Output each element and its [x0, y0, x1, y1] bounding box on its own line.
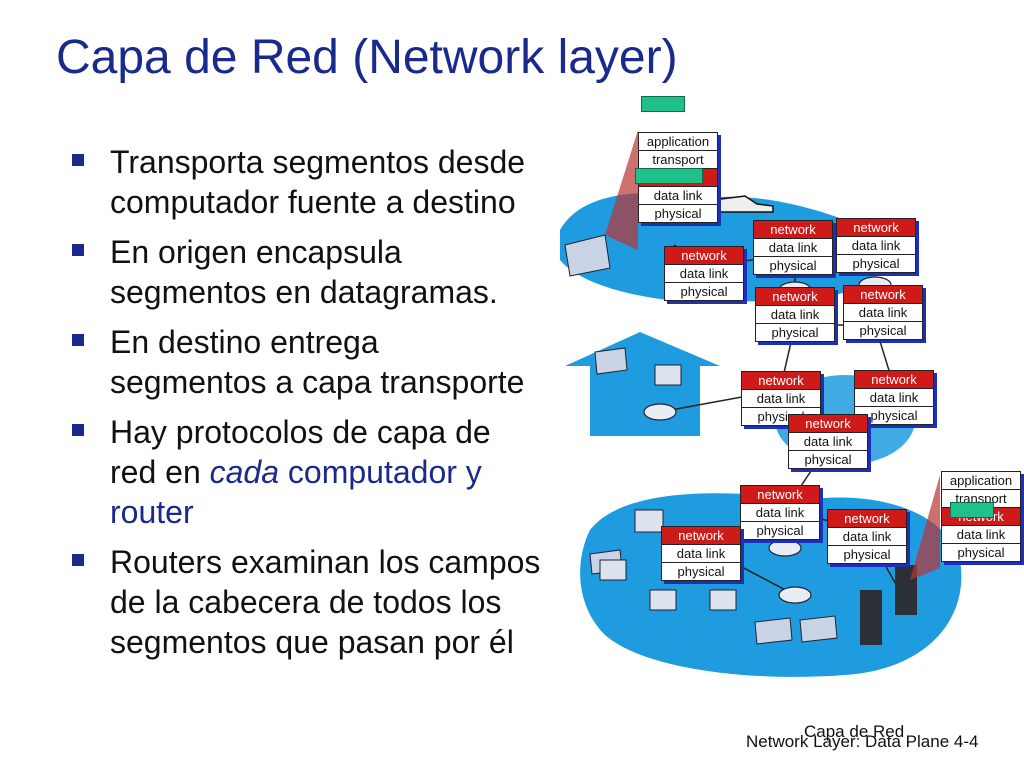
layer-network: network [756, 288, 834, 305]
layer-network: network [662, 527, 740, 544]
server-icon [860, 590, 882, 645]
bullet-marker-icon [72, 154, 84, 166]
desktop-icons [599, 364, 737, 611]
zoom-callout-destination [910, 475, 940, 580]
home-network-house [590, 366, 700, 436]
layer-network: network [844, 286, 922, 303]
layer-data-link: data link [789, 432, 867, 450]
layer-physical: physical [756, 323, 834, 341]
bullet-item: En destino entrega segmentos a capa tran… [72, 322, 542, 402]
desktop-computer-icon [599, 559, 627, 581]
bullet-marker-icon [72, 244, 84, 256]
bullet-list: Transporta segmentos desde computador fu… [72, 142, 542, 672]
datagram-packet-icon [950, 502, 994, 518]
layer-data-link: data link [662, 544, 740, 562]
bullet-marker-icon [72, 424, 84, 436]
bullet-item: Hay protocolos de capa de red en cada co… [72, 412, 542, 532]
layer-data-link: data link [828, 527, 906, 545]
desktop-computer-icon [649, 589, 677, 611]
layer-network: network [754, 221, 832, 238]
layer-data-link: data link [742, 389, 820, 407]
layer-application: application [949, 473, 1013, 488]
layer-physical: physical [828, 545, 906, 563]
desktop-computer-icon [654, 364, 682, 386]
layer-network: network [837, 219, 915, 236]
bullet-marker-icon [72, 554, 84, 566]
layer-physical: physical [789, 450, 867, 468]
layer-physical: physical [665, 282, 743, 300]
router-icon [768, 539, 802, 557]
layer-physical: physical [837, 254, 915, 272]
datagram-packet-icon [641, 96, 685, 112]
layer-data-link: data link [942, 525, 1020, 543]
footer-section-title: Capa de Red [804, 722, 905, 741]
laptop-icon [594, 347, 628, 375]
layer-data-link: data link [639, 186, 717, 204]
layer-physical: physical [855, 406, 933, 424]
layer-data-link: data link [741, 503, 819, 521]
footer-slide-label: Network Layer: Data Plane 4-4 [746, 732, 979, 751]
layer-data-link: data link [756, 305, 834, 323]
layer-network: network [828, 510, 906, 527]
layer-data-link: data link [665, 264, 743, 282]
home-network-roof [565, 332, 720, 366]
bullet-item: En origen encapsula segmentos en datagra… [72, 232, 542, 312]
layer-physical: physical [639, 204, 717, 222]
laptop-icon [799, 615, 838, 643]
layer-network: network [855, 371, 933, 388]
layer-data-link: data link [754, 238, 832, 256]
laptop-icon [754, 617, 793, 645]
desktop-computer-icon [634, 509, 664, 533]
datagram-packet-icon [635, 168, 703, 184]
layer-network: network [741, 486, 819, 503]
layer-data-link: data link [855, 388, 933, 406]
zoom-callout-source [605, 130, 638, 250]
laptop-icon [564, 234, 611, 277]
bullet-item: Routers examinan los campos de la cabece… [72, 542, 542, 662]
layer-physical: physical [662, 562, 740, 580]
router-icon [643, 403, 677, 421]
layer-network: network [789, 415, 867, 432]
laptop-icons [564, 234, 838, 645]
bullet-item: Transporta segmentos desde computador fu… [72, 142, 542, 222]
layer-transport: transport [639, 150, 717, 168]
layer-network: network [742, 372, 820, 389]
router-icon [778, 586, 812, 604]
desktop-computer-icon [709, 589, 737, 611]
slide-title: Capa de Red (Network layer) [56, 31, 678, 84]
layer-physical: physical [754, 256, 832, 274]
layer-physical: physical [942, 543, 1020, 561]
layer-network: network [665, 247, 743, 264]
layer-data-link: data link [837, 236, 915, 254]
layer-physical: physical [741, 521, 819, 539]
layer-application: application [646, 134, 710, 149]
bullet-marker-icon [72, 334, 84, 346]
layer-physical: physical [844, 321, 922, 339]
layer-data-link: data link [844, 303, 922, 321]
